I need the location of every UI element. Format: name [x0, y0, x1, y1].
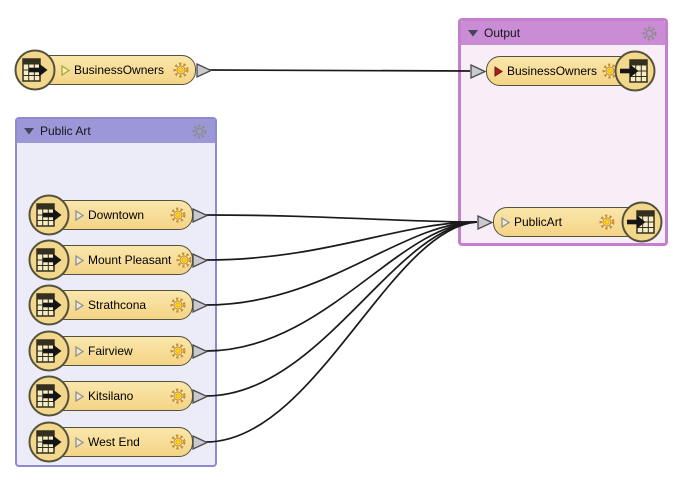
expand-arrow-icon[interactable] — [501, 216, 510, 228]
reader-table-icon — [28, 421, 70, 463]
node-label: West End — [88, 435, 140, 449]
reader-table-icon — [28, 284, 70, 326]
node-label: PublicArt — [514, 215, 563, 229]
output-port[interactable] — [192, 252, 208, 268]
node-gear-icon[interactable] — [169, 296, 187, 314]
wire-kitsilano-to-publicart[interactable] — [205, 221, 478, 397]
input-port[interactable] — [477, 214, 493, 230]
collapse-triangle-icon[interactable] — [24, 127, 34, 135]
reader-node-downtown[interactable]: Downtown — [28, 194, 213, 236]
writer-node-publicart[interactable]: PublicArt — [477, 201, 672, 243]
writer-table-icon — [621, 201, 663, 243]
reader-node-west-end[interactable]: West End — [28, 421, 213, 463]
reader-node-fairview[interactable]: Fairview — [28, 330, 213, 372]
output-port[interactable] — [192, 343, 208, 359]
output-port[interactable] — [192, 388, 208, 404]
output-port[interactable] — [192, 297, 208, 313]
node-gear-icon[interactable] — [598, 213, 616, 231]
expand-arrow-icon[interactable] — [494, 65, 503, 77]
node-label: Downtown — [88, 208, 145, 222]
reader-table-icon — [28, 239, 70, 281]
wire-fairview-to-publicart[interactable] — [205, 221, 478, 352]
node-label: BusinessOwners — [74, 63, 165, 77]
output-port[interactable] — [192, 207, 208, 223]
wire-west-end-to-publicart[interactable] — [205, 221, 478, 443]
reader-node-strathcona[interactable]: Strathcona — [28, 284, 213, 326]
input-port[interactable] — [470, 63, 486, 79]
node-label: Strathcona — [88, 298, 147, 312]
wire-businessowners-to-businessowners[interactable] — [208, 69, 471, 72]
writer-node-businessowners[interactable]: BusinessOwners — [470, 50, 665, 92]
bookmark-gear-icon[interactable] — [641, 25, 658, 42]
reader-table-icon — [28, 330, 70, 372]
reader-table-icon — [28, 375, 70, 417]
wire-strathcona-to-publicart[interactable] — [205, 221, 478, 306]
expand-arrow-icon[interactable] — [75, 390, 84, 402]
expand-arrow-icon[interactable] — [75, 299, 84, 311]
wire-downtown-to-publicart[interactable] — [205, 214, 478, 223]
reader-table-icon — [28, 194, 70, 236]
bookmark-gear-icon[interactable] — [191, 123, 208, 140]
node-gear-icon[interactable] — [169, 433, 187, 451]
node-gear-icon[interactable] — [172, 61, 190, 79]
node-label: BusinessOwners — [507, 64, 598, 78]
output-port[interactable] — [192, 434, 208, 450]
expand-arrow-icon[interactable] — [75, 209, 84, 221]
expand-arrow-icon[interactable] — [75, 345, 84, 357]
collapse-triangle-icon[interactable] — [468, 29, 478, 37]
node-label: Fairview — [88, 344, 133, 358]
expand-arrow-icon[interactable] — [75, 254, 84, 266]
bookmark-title: Output — [484, 26, 521, 40]
node-gear-icon[interactable] — [169, 206, 187, 224]
bookmark-title: Public Art — [40, 124, 91, 138]
node-gear-icon[interactable] — [169, 342, 187, 360]
reader-table-icon — [14, 49, 56, 91]
node-label: Mount Pleasant — [88, 253, 172, 267]
reader-node-businessowners[interactable]: BusinessOwners — [14, 49, 214, 91]
node-gear-icon[interactable] — [169, 387, 187, 405]
expand-arrow-icon[interactable] — [61, 64, 70, 76]
output-port[interactable] — [196, 62, 212, 78]
bookmark-output-header[interactable]: Output — [461, 21, 665, 45]
node-gear-icon[interactable] — [601, 62, 619, 80]
expand-arrow-icon[interactable] — [75, 436, 84, 448]
bookmark-public-art-header[interactable]: Public Art — [17, 119, 215, 143]
reader-node-mount-pleasant[interactable]: Mount Pleasant — [28, 239, 213, 281]
reader-node-kitsilano[interactable]: Kitsilano — [28, 375, 213, 417]
writer-table-icon — [614, 50, 656, 92]
node-gear-icon[interactable] — [175, 251, 193, 269]
wire-mount-pleasant-to-publicart[interactable] — [205, 221, 478, 261]
node-label: Kitsilano — [88, 389, 134, 403]
